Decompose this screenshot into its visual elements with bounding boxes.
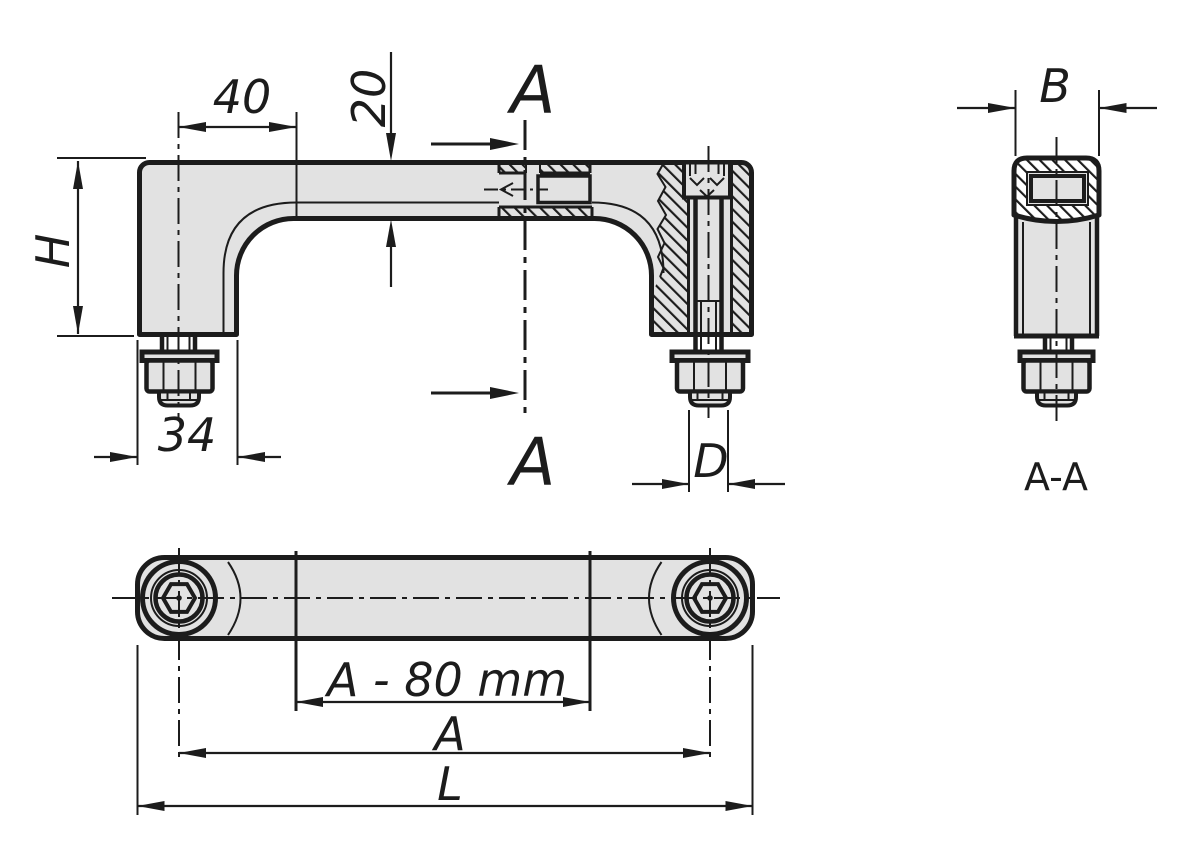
dim-h: H — [26, 157, 146, 337]
dim-a-minus-80: A - 80 mm — [296, 653, 590, 707]
thread-chamfer-icon — [498, 182, 514, 197]
dim-20-label: 20 — [342, 69, 396, 128]
dim-a80-label: A - 80 mm — [324, 653, 567, 707]
section-label-bottom: A — [506, 424, 555, 501]
front-view: 40 20 H 34 — [26, 52, 785, 501]
hex-socket-icon — [689, 164, 725, 198]
dim-a-label: A — [431, 707, 465, 761]
centerlines — [112, 548, 780, 762]
stud-tip — [688, 389, 732, 408]
centerlines — [177, 112, 710, 420]
hex-nut — [674, 358, 746, 394]
dim-l: L — [136, 645, 754, 815]
dim-40-label: 40 — [213, 70, 272, 124]
right-fastener — [669, 349, 751, 408]
dim-a: A — [179, 707, 710, 761]
section-line-a: A A — [431, 52, 556, 501]
dim-20: 20 — [342, 52, 396, 287]
dim-40: 40 — [178, 70, 298, 219]
dim-34: 34 — [94, 340, 281, 465]
tube-section-cut — [484, 161, 594, 219]
dim-b: B — [957, 59, 1157, 156]
top-view: A - 80 mm A L — [112, 548, 780, 815]
dim-h-label: H — [26, 234, 80, 269]
handle-outline — [136, 160, 754, 337]
blend-edge-lines — [222, 201, 665, 333]
section-view-aa: B A-A — [957, 59, 1157, 499]
dim-l-label: L — [437, 757, 463, 811]
section-label-top: A — [506, 52, 555, 129]
dim-34-label: 34 — [158, 408, 217, 462]
break-line — [656, 162, 668, 278]
tube-insert — [536, 174, 592, 205]
dim-d: D — [632, 410, 785, 492]
right-leg-section — [653, 160, 750, 352]
dim-b-label: B — [1039, 59, 1071, 113]
dim-d-label: D — [693, 434, 728, 488]
section-view-title: A-A — [1024, 455, 1088, 499]
